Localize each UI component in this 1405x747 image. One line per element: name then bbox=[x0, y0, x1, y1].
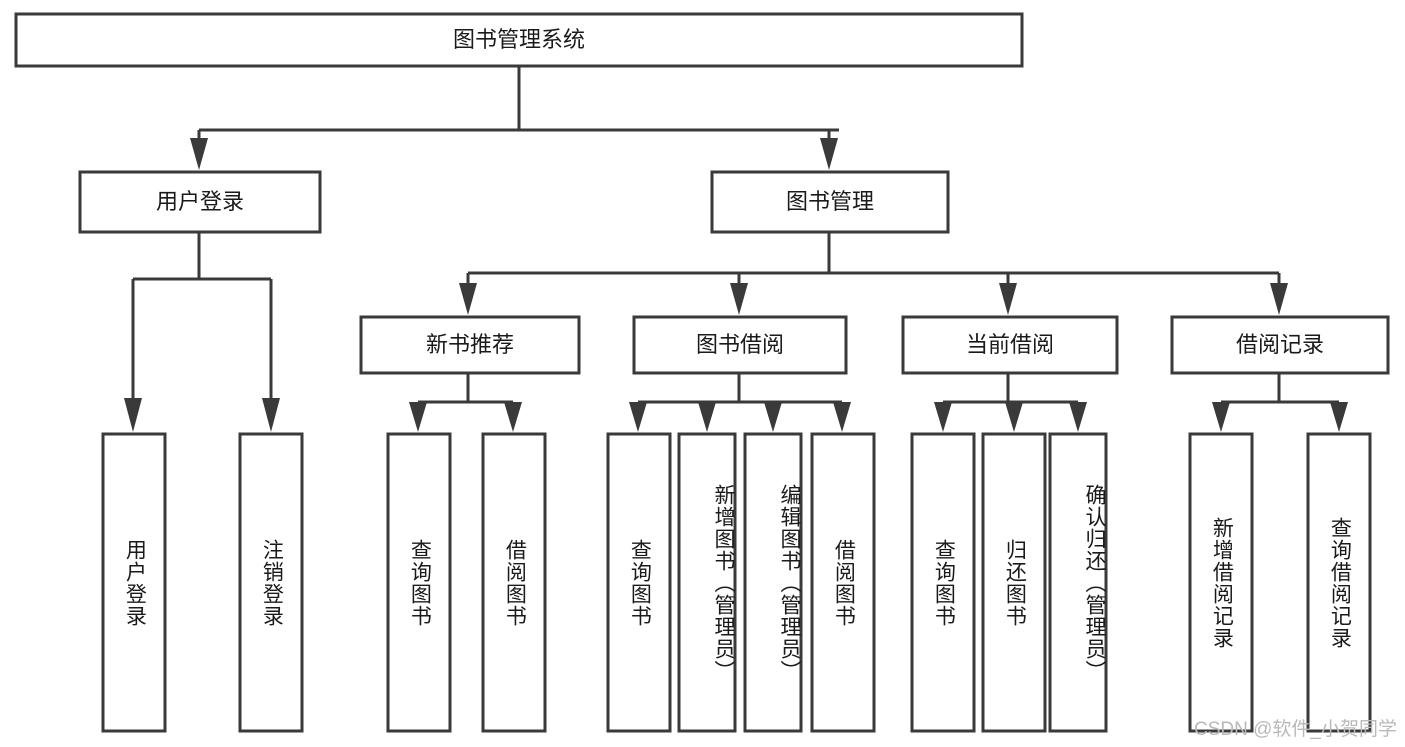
leaf-box-add-borrow-record[interactable] bbox=[1188, 432, 1254, 733]
node-book-borrow-box[interactable] bbox=[632, 315, 848, 375]
connector-group-userlogin bbox=[124, 232, 280, 432]
csdn-watermark: CSDN @软件_小贺同学 bbox=[1194, 719, 1397, 740]
connector-group-borrow bbox=[629, 373, 851, 432]
arrow-current-leaf3 bbox=[1069, 402, 1087, 432]
node-new-book-recommend-label: 新书推荐 bbox=[426, 332, 514, 357]
node-new-book-recommend[interactable]: 新书推荐 bbox=[359, 315, 581, 375]
leaf-box-query-book-2[interactable] bbox=[606, 432, 672, 733]
arrow-root-to-userlogin bbox=[190, 138, 208, 170]
arrow-bookmgmt-to-borrow bbox=[730, 283, 748, 315]
arrow-userlogin-leaf1 bbox=[124, 398, 142, 432]
leaf-box-borrow-book-2[interactable] bbox=[810, 432, 876, 733]
arrow-bookmgmt-to-current bbox=[999, 283, 1017, 315]
connector-group-record bbox=[1212, 373, 1348, 432]
leaf-box-borrow-book-1[interactable] bbox=[481, 432, 547, 733]
leaf-box-edit-book-admin[interactable] bbox=[743, 432, 803, 733]
leaf-box-confirm-return-admin[interactable] bbox=[1048, 432, 1108, 733]
node-borrow-record[interactable]: 借阅记录 bbox=[1170, 315, 1390, 375]
arrow-newbook-leaf2 bbox=[504, 402, 522, 432]
leaf-box-user-login[interactable] bbox=[101, 432, 167, 733]
arrow-bookmgmt-to-newbook bbox=[459, 283, 477, 315]
node-book-management-box[interactable] bbox=[710, 170, 950, 234]
arrow-borrow-leaf2 bbox=[698, 402, 716, 432]
arrow-userlogin-leaf2 bbox=[262, 398, 280, 432]
node-new-book-recommend-box[interactable] bbox=[359, 315, 581, 375]
node-book-borrow-label: 图书借阅 bbox=[696, 332, 784, 357]
connector-group-current bbox=[934, 373, 1087, 432]
arrow-bookmgmt-to-record bbox=[1270, 283, 1288, 315]
leaf-box-add-book-admin[interactable] bbox=[677, 432, 737, 733]
arrow-borrow-leaf1 bbox=[629, 402, 647, 432]
arrow-current-leaf1 bbox=[934, 402, 952, 432]
node-user-login[interactable]: 用户登录 bbox=[78, 170, 322, 234]
node-borrow-record-box[interactable] bbox=[1170, 315, 1390, 375]
arrow-root-to-bookmgmt bbox=[820, 138, 838, 170]
node-book-management[interactable]: 图书管理 bbox=[710, 170, 950, 234]
arrow-newbook-leaf1 bbox=[409, 402, 427, 432]
arrow-borrow-leaf3 bbox=[764, 402, 782, 432]
connector-group-root bbox=[190, 66, 839, 170]
arrow-borrow-leaf4 bbox=[833, 402, 851, 432]
node-current-borrow-box[interactable] bbox=[901, 315, 1119, 375]
leaf-box-query-book-3[interactable] bbox=[910, 432, 976, 733]
node-current-borrow[interactable]: 当前借阅 bbox=[901, 315, 1119, 375]
leaf-box-logout[interactable] bbox=[238, 432, 304, 733]
node-book-management-label: 图书管理 bbox=[786, 189, 874, 214]
node-root-label: 图书管理系统 bbox=[453, 27, 585, 52]
node-current-borrow-label: 当前借阅 bbox=[966, 332, 1054, 357]
node-user-login-label: 用户登录 bbox=[156, 189, 244, 214]
node-root-box[interactable] bbox=[14, 12, 1024, 68]
node-book-borrow[interactable]: 图书借阅 bbox=[632, 315, 848, 375]
leaf-box-query-book-1[interactable] bbox=[386, 432, 452, 733]
node-root[interactable]: 图书管理系统 bbox=[14, 12, 1024, 68]
arrow-record-leaf2 bbox=[1330, 402, 1348, 432]
leaf-box-query-borrow-record[interactable] bbox=[1306, 432, 1372, 733]
connector-group-newbook bbox=[409, 373, 522, 432]
arrow-current-leaf2 bbox=[1005, 402, 1023, 432]
connector-group-bookmgmt bbox=[459, 232, 1288, 315]
node-user-login-box[interactable] bbox=[78, 170, 322, 234]
leaf-box-return-book[interactable] bbox=[981, 432, 1047, 733]
arrow-record-leaf1 bbox=[1212, 402, 1230, 432]
node-borrow-record-label: 借阅记录 bbox=[1236, 332, 1324, 357]
